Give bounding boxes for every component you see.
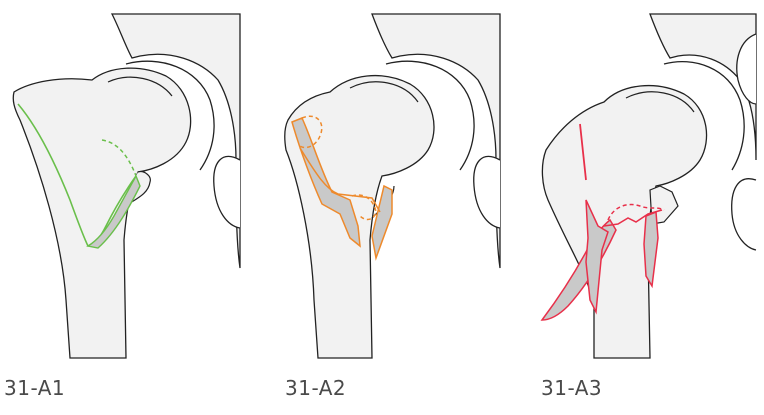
panel-label-31-a3: 31-A3 <box>541 376 602 400</box>
panel-label-31-a2: 31-A2 <box>285 376 346 400</box>
obturator-foramen-lower <box>732 179 756 250</box>
panel-label-31-a1: 31-A1 <box>4 376 65 400</box>
panel-31-a2 <box>285 14 500 358</box>
fracture-fragment-a3 <box>644 212 658 286</box>
obturator-foramen <box>214 156 240 228</box>
panel-31-a3 <box>542 14 756 358</box>
femur-outline <box>542 86 706 358</box>
obturator-foramen <box>474 156 500 228</box>
femur-outline <box>13 68 190 358</box>
panel-31-a1 <box>13 14 240 358</box>
femur-outline <box>285 76 434 358</box>
